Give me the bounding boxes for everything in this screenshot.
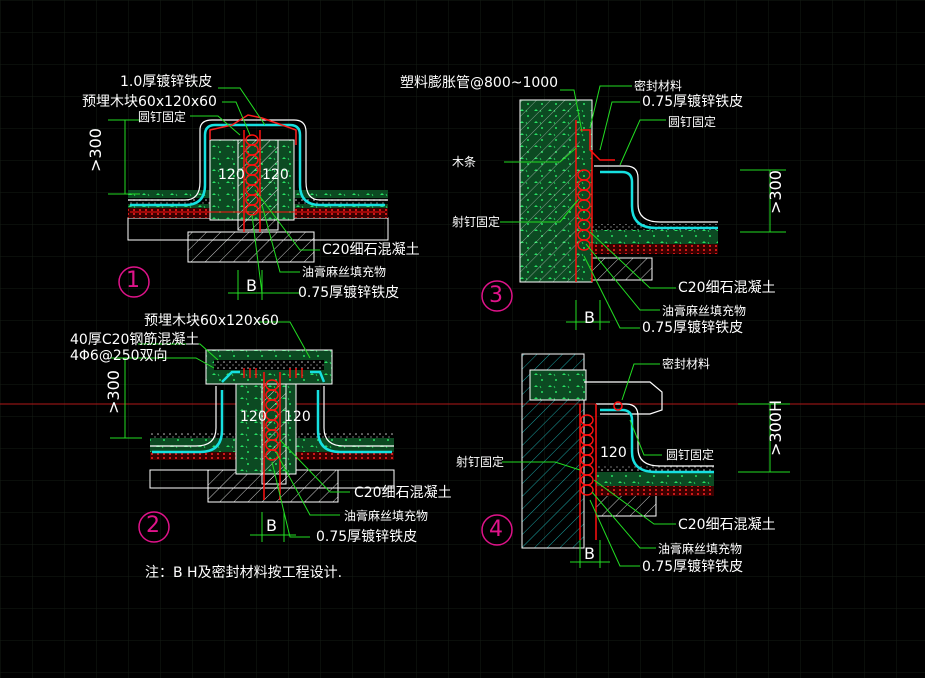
detail-1-filler-label: 油膏麻丝填充物 <box>302 265 387 279</box>
detail-4-nail-label: 圆钉固定 <box>666 448 715 462</box>
detail-3-height-label: >300 <box>766 170 785 214</box>
detail-4-filler-label: 油膏麻丝填充物 <box>658 542 743 556</box>
detail-2-gap-label: B <box>266 516 277 535</box>
detail-1-timber-block-label: 预埋木块60x120x60 <box>82 94 217 110</box>
detail-3-pipe-label: 塑料膨胀管@800~1000 <box>400 75 559 91</box>
detail-3-flashing-bottom-label: 0.75厚镀锌铁皮 <box>642 320 744 336</box>
detail-2-timber-block-label: 预埋木块60x120x60 <box>144 313 279 329</box>
detail-2-width-left-label: 120 <box>240 409 267 425</box>
detail-3-nail-label: 圆钉固定 <box>668 115 717 129</box>
detail-2-flashing-bottom-label: 0.75厚镀锌铁皮 <box>316 529 418 545</box>
detail-3-drawing <box>481 85 786 330</box>
detail-2-height-label: >300 <box>104 370 123 414</box>
detail-2-width-right-label: 120 <box>284 409 311 425</box>
detail-2-filler-label: 油膏麻丝填充物 <box>344 509 429 523</box>
detail-4-sealant-label: 密封材料 <box>662 357 711 371</box>
detail-2-slab-label-2: 4Φ6@250双向 <box>70 348 168 364</box>
detail-3-gap-label: B <box>584 308 595 327</box>
detail-4-gap-label: B <box>584 544 595 563</box>
detail-2-tag: 2 <box>146 513 160 538</box>
detail-3-tag: 3 <box>489 283 503 308</box>
detail-3-batten-label: 木条 <box>452 155 477 169</box>
detail-2-slab-label-1: 40厚C20钢筋混凝土 <box>70 332 200 348</box>
detail-1-width-right-label: 120 <box>262 167 289 183</box>
detail-4-height-label: >300H <box>766 400 785 456</box>
detail-1-gap-label: B <box>246 276 257 295</box>
detail-1-flashing-top-label: 1.0厚镀锌铁皮 <box>120 74 213 90</box>
detail-4-width-label: 120 <box>600 445 627 461</box>
detail-3-filler-label: 油膏麻丝填充物 <box>662 304 747 318</box>
detail-3-shot-nail-label: 射钉固定 <box>452 215 501 229</box>
detail-4-concrete-label: C20细石混凝土 <box>678 517 776 533</box>
detail-1-width-left-label: 120 <box>218 167 245 183</box>
detail-1-tag: 1 <box>126 268 140 293</box>
drawing-note: 注：B H及密封材料按工程设计. <box>145 565 343 581</box>
detail-1-drawing <box>108 87 389 300</box>
detail-3-flashing-top-label: 0.75厚镀锌铁皮 <box>642 94 744 110</box>
detail-1-flashing-bottom-label: 0.75厚镀锌铁皮 <box>298 285 400 301</box>
detail-1-height-label: >300 <box>86 128 105 172</box>
detail-2-concrete-label: C20细石混凝土 <box>354 485 452 501</box>
detail-4-flashing-bottom-label: 0.75厚镀锌铁皮 <box>642 559 744 575</box>
detail-1-concrete-label: C20细石混凝土 <box>322 242 420 258</box>
detail-4-shot-nail-label: 射钉固定 <box>456 455 505 469</box>
detail-3-concrete-label: C20细石混凝土 <box>678 280 776 296</box>
detail-3-sealant-label: 密封材料 <box>634 79 683 93</box>
detail-1-nail-label: 圆钉固定 <box>138 110 187 124</box>
detail-2-drawing <box>110 321 395 543</box>
detail-4-tag: 4 <box>489 517 503 542</box>
detail-4-drawing <box>481 353 790 568</box>
